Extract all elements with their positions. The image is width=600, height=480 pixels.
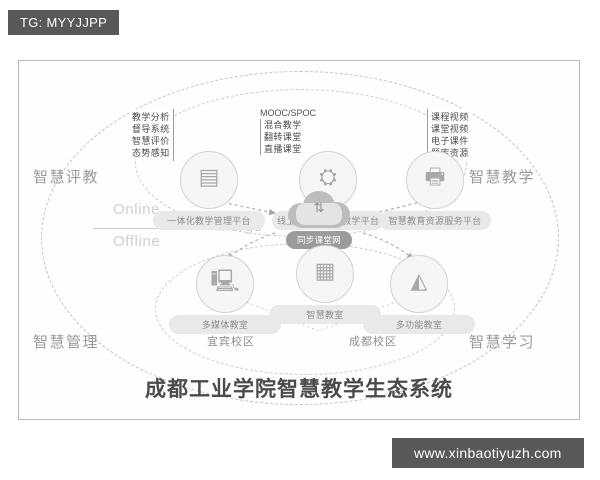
corner-label-smart-management: 智慧管理 (33, 334, 100, 351)
lecture-hall-icon: ▦ (314, 258, 336, 283)
campus-label-chengdu: 成都校区 (349, 336, 397, 348)
mode-label-offline: Offline (113, 233, 161, 250)
feature-item: 直播课堂 (264, 144, 302, 154)
classroom-desk-icon: 🖳 (210, 268, 240, 293)
node-artwork: ▦ (269, 243, 381, 305)
merge-divider-line (93, 228, 219, 229)
node-artwork: ◭ (363, 253, 475, 315)
cloud-icon: ⇅ (288, 189, 350, 229)
node-circle (180, 151, 238, 209)
node-management-platform[interactable]: ▤ 一体化教学管理平台 (153, 149, 265, 230)
node-artwork: 🖶 (379, 149, 491, 211)
mode-label-online: Online (113, 201, 160, 218)
node-label: 智慧教育资源服务平台 (379, 211, 491, 230)
node-multifunction-classroom[interactable]: ◭ 多功能教室 (363, 253, 475, 334)
diagram-title: 成都工业学院智慧教学生态系统 (145, 378, 453, 401)
hub-synchronous-classroom-network[interactable]: ⇅ 同步课堂网 (273, 189, 365, 249)
feature-item: 态势感知 (132, 148, 170, 158)
campus-label-yibin: 宜宾校区 (207, 336, 255, 348)
network-icon: ⛭ (319, 164, 337, 189)
bottom-watermark-badge: www.xinbaotiyuzh.com (392, 438, 584, 468)
feature-item: 智慧评价 (132, 136, 170, 146)
node-label: 智慧教室 (269, 305, 381, 324)
printer-icon: 🖶 (424, 164, 446, 189)
feature-item: 教学分析 (132, 112, 170, 122)
feature-caption-mooc-spoc: MOOC/SPOC (260, 108, 317, 118)
corner-label-smart-learning: 智慧学习 (469, 334, 536, 351)
hub-label: 同步课堂网 (286, 231, 352, 249)
feature-item: 课程视频 (431, 112, 469, 122)
node-multimedia-classroom[interactable]: 🖳 多媒体教室 (169, 253, 281, 334)
ecosystem-boundary-ellipse (41, 71, 559, 405)
node-label: 多功能教室 (363, 315, 475, 334)
feature-item: 混合教学 (264, 120, 302, 130)
node-smart-classroom[interactable]: ▦ 智慧教室 (269, 243, 381, 324)
node-artwork: 🖳 (169, 253, 281, 315)
node-label: 一体化教学管理平台 (153, 211, 265, 230)
corner-label-smart-teaching: 智慧教学 (469, 169, 536, 186)
top-watermark-badge: TG: MYYJJPP (8, 10, 120, 35)
feature-item: 督导系统 (132, 124, 170, 134)
upload-download-arrows-icon: ⇅ (313, 200, 325, 215)
feature-list-online-platform: MOOC/SPOC 混合教学 翻转课堂 直播课堂 (257, 105, 320, 157)
cloud-inner-shade (296, 203, 342, 225)
feature-item: 翻转课堂 (264, 132, 302, 142)
node-label: 多媒体教室 (169, 315, 281, 334)
node-circle (196, 255, 254, 313)
group-table-icon: ◭ (410, 268, 428, 293)
node-artwork: ▤ (153, 149, 265, 211)
node-circle (390, 255, 448, 313)
node-resource-platform[interactable]: 🖶 智慧教育资源服务平台 (379, 149, 491, 230)
feature-list-management: 教学分析 督导系统 智慧评价 态势感知 (129, 109, 174, 161)
node-circle (406, 151, 464, 209)
node-circle (296, 245, 354, 303)
feature-item: 课堂视频 (431, 124, 469, 134)
diagram-frame: 智慧评教 智慧教学 智慧管理 智慧学习 Online Merge Offline… (18, 60, 580, 420)
server-icon: ▤ (198, 164, 220, 189)
corner-label-smart-evaluation: 智慧评教 (33, 169, 100, 186)
feature-item: 题库资源 (431, 148, 469, 158)
feature-item: 电子课件 (431, 136, 469, 146)
